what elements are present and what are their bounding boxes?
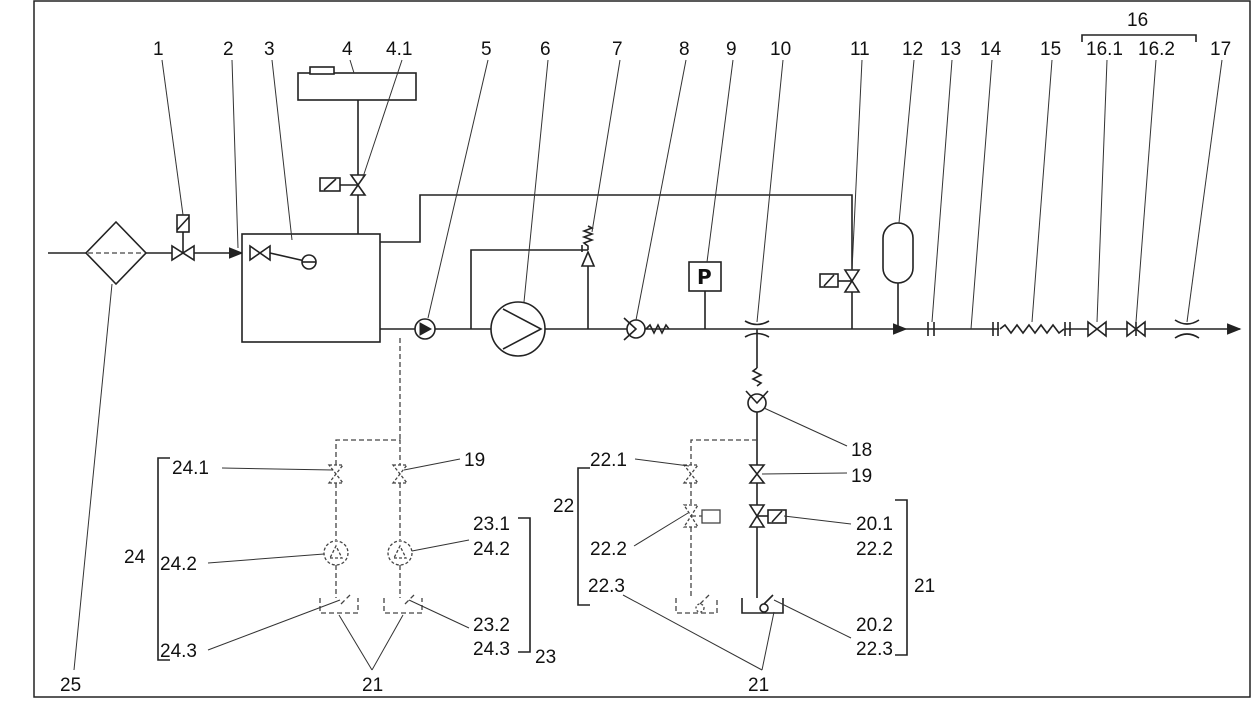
relief-valve-icon bbox=[580, 225, 596, 267]
ball-valve-icon bbox=[391, 464, 409, 484]
label-19-left: 19 bbox=[464, 450, 485, 471]
label-8: 8 bbox=[679, 39, 690, 60]
check-valve-icon bbox=[745, 390, 769, 413]
label-24-1: 24.1 bbox=[172, 458, 209, 479]
label-24-2: 24.2 bbox=[160, 554, 197, 575]
bracket-23 bbox=[518, 517, 531, 653]
label-21-left: 21 bbox=[362, 675, 383, 696]
solenoid-valve-icon bbox=[171, 214, 195, 262]
bypass-line bbox=[380, 194, 853, 270]
label-12: 12 bbox=[902, 39, 923, 60]
label-11: 11 bbox=[850, 39, 870, 60]
hose-icon bbox=[992, 322, 1071, 336]
label-22-3: 22.3 bbox=[588, 576, 625, 597]
bracket-21 bbox=[895, 499, 908, 656]
outlet-22-3 bbox=[675, 594, 718, 614]
tank-icon bbox=[297, 66, 417, 101]
ball-valve-icon bbox=[327, 464, 345, 484]
pressure-switch-icon: P bbox=[688, 261, 722, 292]
float-valve-icon bbox=[249, 244, 317, 270]
label-16-2: 16.2 bbox=[1138, 39, 1175, 60]
label-22-2: 22.2 bbox=[590, 539, 627, 560]
label-19-right: 19 bbox=[851, 466, 872, 487]
ball-valve-icon bbox=[748, 464, 766, 484]
pump-icon bbox=[387, 540, 413, 566]
label-22-3-right: 22.3 bbox=[856, 639, 893, 660]
label-20-2: 20.2 bbox=[856, 615, 893, 636]
accumulator-icon bbox=[882, 222, 914, 284]
connector-13 bbox=[927, 322, 935, 336]
ball-valve-icon bbox=[1087, 320, 1107, 338]
label-10: 10 bbox=[770, 39, 791, 60]
label-21-mid: 21 bbox=[748, 675, 769, 696]
orifice-icon bbox=[1174, 319, 1200, 339]
ball-valve-icon bbox=[682, 464, 700, 484]
solenoid-valve-icon bbox=[819, 269, 861, 293]
label-23: 23 bbox=[535, 647, 556, 668]
filter-icon bbox=[84, 220, 148, 286]
pressure-symbol: P bbox=[697, 265, 712, 289]
solenoid-valve-icon bbox=[748, 504, 787, 528]
label-24-2-right: 24.2 bbox=[473, 539, 510, 560]
label-14: 14 bbox=[980, 39, 1002, 60]
label-20-1: 20.1 bbox=[856, 514, 893, 535]
label-5: 5 bbox=[481, 39, 492, 60]
label-16-1: 16.1 bbox=[1086, 39, 1123, 60]
label-9: 9 bbox=[726, 39, 737, 60]
bracket-22 bbox=[577, 467, 590, 606]
pump-icon bbox=[414, 318, 436, 340]
bracket-24 bbox=[157, 457, 170, 661]
label-3: 3 bbox=[264, 39, 275, 60]
label-24: 24 bbox=[124, 547, 146, 568]
label-7: 7 bbox=[612, 39, 623, 60]
label-21-right: 21 bbox=[914, 576, 935, 597]
label-22-2-right: 22.2 bbox=[856, 539, 893, 560]
bracket-16 bbox=[1081, 34, 1197, 42]
label-24-3-right: 24.3 bbox=[473, 639, 510, 660]
label-25: 25 bbox=[60, 675, 81, 696]
label-4-1: 4.1 bbox=[386, 39, 412, 60]
label-24-3: 24.3 bbox=[160, 641, 197, 662]
label-23-1: 23.1 bbox=[473, 514, 510, 535]
label-16: 16 bbox=[1127, 10, 1148, 31]
pump-icon bbox=[490, 301, 546, 357]
pump-icon bbox=[323, 540, 349, 566]
diagram-frame bbox=[33, 0, 1251, 698]
label-22: 22 bbox=[553, 496, 574, 517]
outlet-20-2 bbox=[741, 594, 784, 614]
label-15: 15 bbox=[1040, 39, 1061, 60]
label-4: 4 bbox=[342, 39, 353, 60]
solenoid-valve-icon bbox=[682, 504, 721, 528]
tank-box bbox=[241, 233, 381, 343]
label-1: 1 bbox=[153, 39, 164, 60]
label-23-2: 23.2 bbox=[473, 615, 510, 636]
label-13: 13 bbox=[940, 39, 961, 60]
label-18: 18 bbox=[851, 440, 872, 461]
ball-valve-icon bbox=[1126, 320, 1146, 338]
label-2: 2 bbox=[223, 39, 234, 60]
label-17: 17 bbox=[1210, 39, 1231, 60]
check-valve-icon bbox=[623, 317, 670, 341]
label-22-1: 22.1 bbox=[590, 450, 627, 471]
leader-lines bbox=[73, 59, 1223, 671]
label-6: 6 bbox=[540, 39, 551, 60]
solenoid-valve-icon bbox=[319, 174, 367, 196]
